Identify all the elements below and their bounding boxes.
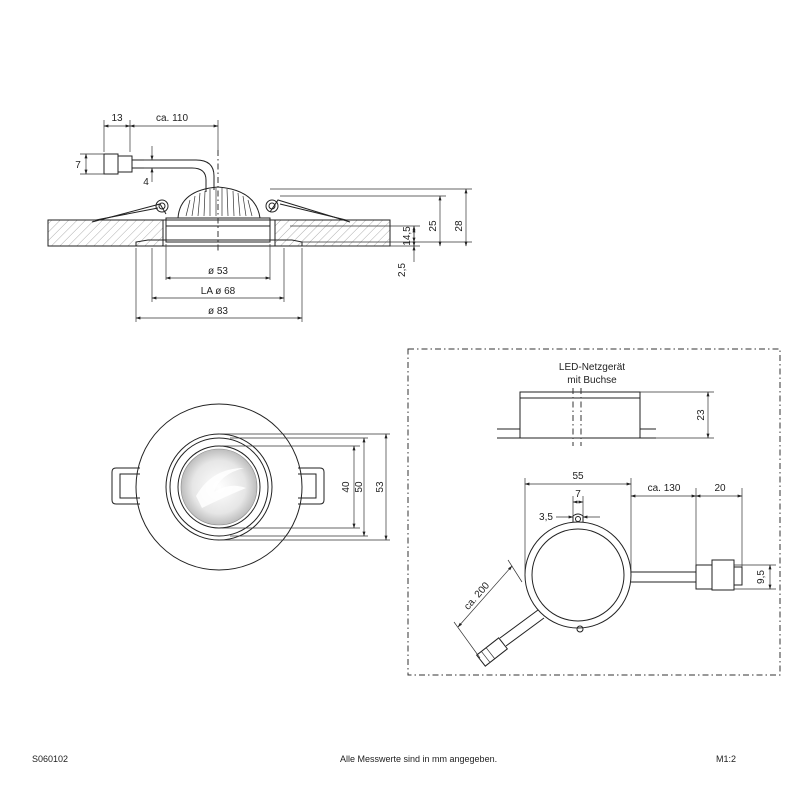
lens bbox=[180, 448, 258, 526]
article-number: S060102 bbox=[32, 754, 69, 764]
dim-d53: ø 53 bbox=[208, 266, 228, 277]
inner-ring bbox=[169, 437, 269, 537]
dim-13: 13 bbox=[111, 113, 123, 124]
scale-label: M1:2 bbox=[716, 754, 737, 764]
driver-title-line2: mit Buchse bbox=[567, 375, 617, 386]
outer-ring bbox=[135, 403, 303, 571]
heat-sink-fins bbox=[185, 188, 253, 217]
ceiling-left bbox=[47, 219, 164, 247]
dim-7-side: 7 bbox=[75, 160, 81, 171]
dim-3-5: 3,5 bbox=[539, 512, 553, 523]
lens-reflection bbox=[196, 468, 246, 508]
cable bbox=[136, 159, 215, 190]
dim-d83: ø 83 bbox=[208, 306, 228, 317]
front-view: 40 50 53 bbox=[111, 403, 390, 571]
driver-panel-frame bbox=[407, 348, 781, 676]
dim-28: 28 bbox=[454, 220, 465, 232]
dim-20: 20 bbox=[714, 483, 726, 494]
dim-7-driver: 7 bbox=[575, 489, 581, 500]
dim-25: 25 bbox=[428, 220, 439, 232]
dim-4: 4 bbox=[143, 177, 149, 188]
dim-14-5: 14,5 bbox=[402, 226, 413, 246]
socket-connector bbox=[695, 559, 743, 591]
connector-plug bbox=[103, 153, 136, 175]
lens-ring bbox=[177, 445, 261, 529]
spring-clip-left bbox=[91, 199, 169, 223]
dim-ca130: ca. 130 bbox=[648, 483, 681, 494]
cable-plug bbox=[475, 637, 509, 667]
dim-40: 40 bbox=[341, 481, 352, 493]
driver-side-view: 23 bbox=[497, 388, 714, 446]
dim-2-5: 2,5 bbox=[397, 263, 408, 277]
driver-title-line1: LED-Netzgerät bbox=[559, 362, 625, 373]
spring-clip-right bbox=[265, 199, 351, 223]
driver-top-view: 55 7 3,5 ca. 130 20 9,5 bbox=[453, 471, 776, 667]
dim-la68: LA ø 68 bbox=[201, 286, 236, 297]
side-view: 13 ca. 110 7 4 28 25 14,5 2,5 bbox=[47, 113, 472, 322]
clip-tab-left bbox=[111, 467, 140, 505]
dim-50: 50 bbox=[354, 481, 365, 493]
dim-9-5: 9,5 bbox=[756, 570, 767, 584]
dim-55: 55 bbox=[572, 471, 584, 482]
dim-ca200: ca. 200 bbox=[462, 580, 492, 612]
measurement-note: Alle Messwerte sind in mm angegeben. bbox=[340, 754, 498, 764]
clip-tab-right bbox=[298, 467, 325, 505]
dim-ca110: ca. 110 bbox=[156, 113, 188, 124]
dim-23: 23 bbox=[696, 409, 707, 421]
driver-panel: LED-Netzgerät mit Buchse 23 bbox=[407, 348, 781, 676]
heat-sink bbox=[177, 186, 261, 219]
dim-53: 53 bbox=[375, 481, 386, 493]
